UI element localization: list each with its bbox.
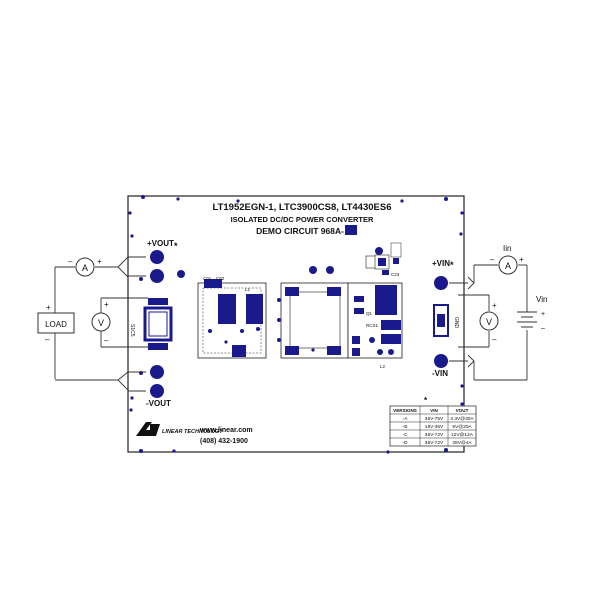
load-label: LOAD — [45, 320, 67, 329]
switching-section — [347, 282, 403, 359]
input-ammeter-minus: – — [490, 255, 495, 264]
versions-table-cell: -D — [402, 440, 408, 446]
input-voltmeter-label: V — [486, 317, 492, 327]
versions-table-cell: -B — [403, 424, 408, 430]
input-voltmeter-minus: – — [492, 335, 497, 344]
vout-neg-terminal-1 — [150, 365, 164, 379]
phone-text: (408) 432-1900 — [200, 438, 248, 445]
input-ammeter-plus: + — [519, 255, 524, 264]
gnd-label: GND — [453, 317, 459, 329]
versions-table-border — [389, 405, 477, 447]
input-capacitor — [433, 304, 449, 337]
versions-table-cell: 36V-72V — [425, 440, 444, 446]
load-minus: – — [45, 335, 50, 344]
vin-source-plus: + — [541, 311, 545, 318]
versions-table-asterisk: * — [424, 396, 428, 405]
output-ammeter-minus: – — [68, 257, 73, 266]
versions-table: VERSIONS VIN VOUT -A 36V-75V 3.3V@30A -B 18V-36… — [389, 405, 477, 447]
vout-pos-terminal-1 — [150, 250, 164, 264]
transformer-area — [197, 279, 267, 359]
control-ic-area — [365, 242, 402, 275]
q1-label: Q1 — [366, 311, 373, 316]
vout-neg-label: -VOUT — [146, 399, 171, 408]
vin-pos-asterisk: * — [450, 260, 454, 270]
versions-table-cell: 36V-72V — [425, 432, 444, 438]
versions-table-header: VIN — [430, 408, 438, 413]
vin-source-minus: – — [541, 325, 545, 332]
vin-neg-label: -VIN — [432, 369, 448, 378]
output-voltmeter-icon — [91, 312, 111, 332]
board-subtitle: ISOLATED DC/DC POWER CONVERTER — [231, 215, 374, 224]
input-voltmeter-plus: + — [492, 301, 497, 310]
output-ammeter-icon — [75, 257, 95, 277]
versions-table-cell: -C — [402, 432, 408, 438]
versions-table-cell: 36V-75V — [425, 416, 444, 422]
vout-pos-asterisk: * — [174, 241, 178, 251]
versions-table-header: VERSIONS — [393, 408, 417, 413]
linear-logo-icon — [136, 422, 160, 436]
versions-table-header: VOUT — [456, 408, 469, 413]
vout-pos-terminal-2 — [150, 269, 164, 283]
l2-label: L2 — [380, 364, 386, 369]
vin-source-label: Vin — [536, 295, 547, 304]
output-voltmeter-plus: + — [104, 300, 109, 309]
vout-neg-terminal-2 — [150, 384, 164, 398]
versions-table-cell: 5V@20A — [452, 424, 472, 430]
vin-battery-icon — [517, 311, 537, 328]
input-ammeter-icon — [498, 255, 518, 275]
vin-pos-terminal — [434, 276, 448, 290]
vin-pos-label: +VIN — [432, 259, 450, 268]
iin-label: Iin — [503, 244, 511, 253]
versions-table-cell: -A — [403, 416, 409, 422]
vout-pos-label: +VOUT — [147, 239, 174, 248]
load-plus: + — [46, 303, 51, 312]
demo-circuit-label: DEMO CIRCUIT 968A- — [256, 226, 344, 236]
output-ammeter-plus: + — [97, 257, 102, 266]
c01-label: C01 — [203, 276, 212, 281]
c23-label: C23 — [391, 272, 400, 277]
versions-table-cell: 12V@12A — [451, 432, 474, 438]
s1c5-label: S1C5 — [129, 324, 135, 337]
output-ammeter-label: A — [82, 263, 88, 273]
logo-text: LINEAR TECHNOLOGY — [162, 429, 224, 435]
versions-table-cell: 28V@4A — [452, 440, 472, 446]
output-voltmeter-label: V — [98, 318, 104, 328]
main-transformer-t1 — [277, 282, 349, 359]
vin-neg-terminal — [434, 354, 448, 368]
load-box — [37, 312, 75, 334]
demo-version-box — [345, 225, 357, 235]
border-vias — [128, 195, 464, 454]
output-capacitor-block — [143, 298, 173, 350]
board-title: LT1952EGN-1, LTC3900CS8, LT4430ES6 — [213, 202, 392, 213]
website-text: www.linear.com — [199, 427, 253, 434]
input-voltmeter-icon — [479, 311, 499, 331]
input-ammeter-label: A — [505, 261, 511, 271]
rcs1-label: RCS1 — [366, 323, 379, 328]
external-wiring — [54, 256, 528, 392]
output-voltmeter-minus: – — [104, 336, 109, 345]
versions-table-cell: 18V-36V — [425, 424, 444, 430]
l1-label: L1 — [245, 287, 251, 292]
board-pads — [177, 266, 334, 352]
versions-table-cell: 3.3V@30A — [450, 416, 474, 422]
vout-via — [139, 277, 143, 281]
c02-label: C02 — [216, 276, 225, 281]
